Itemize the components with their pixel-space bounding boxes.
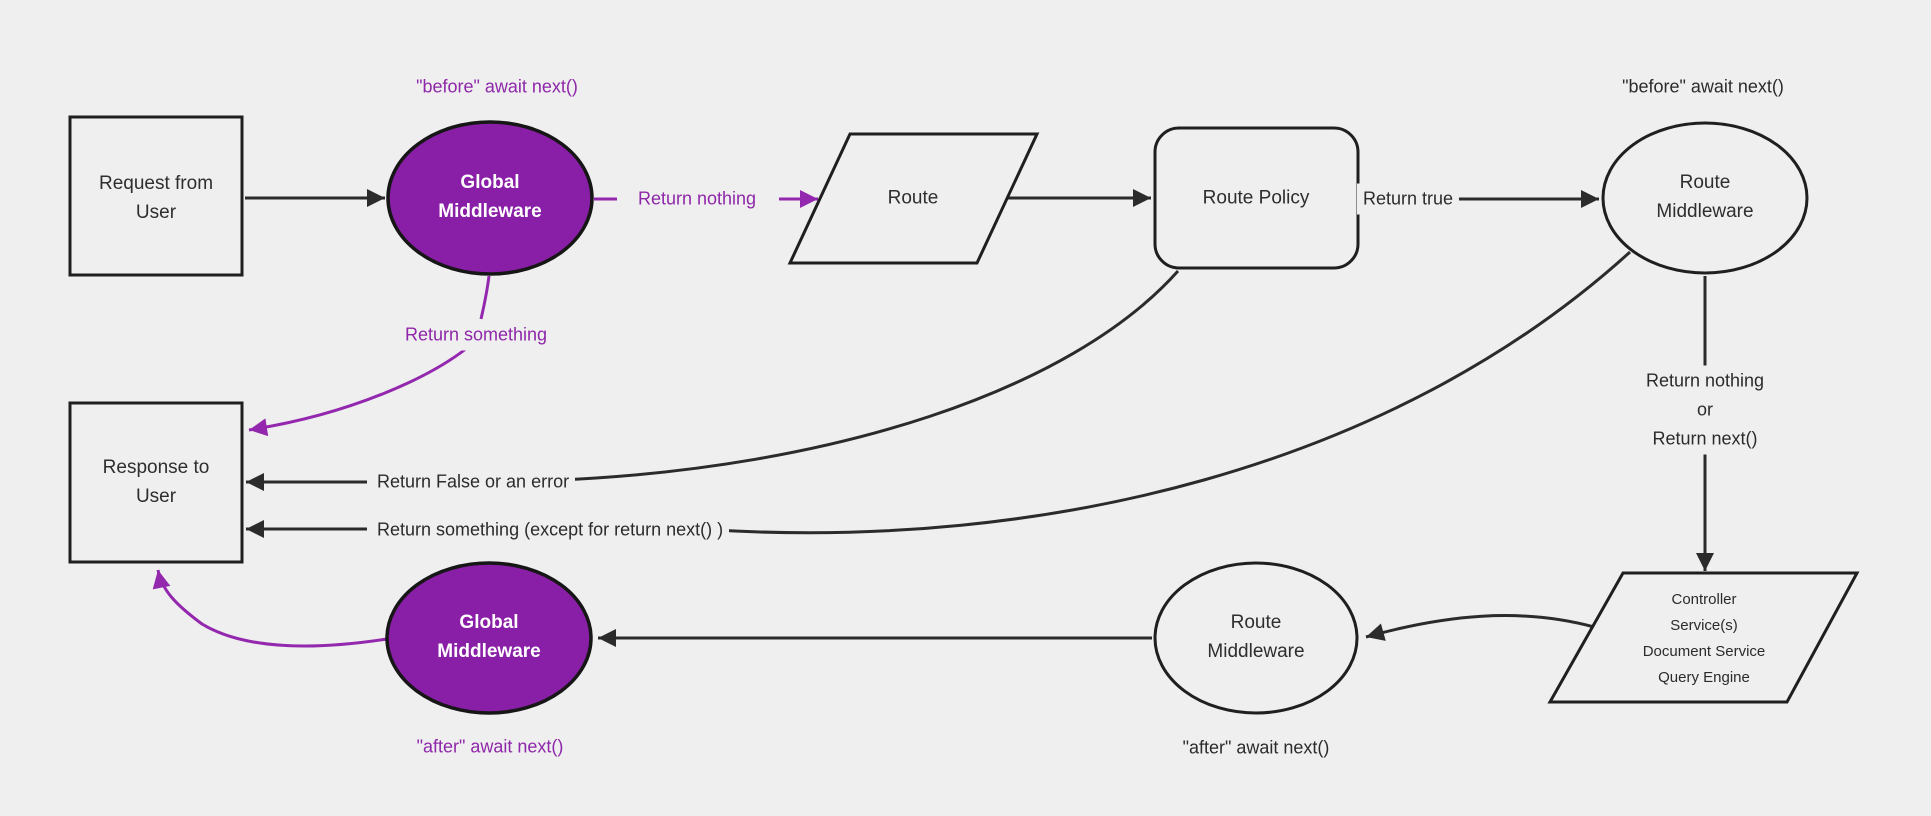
label-return-nothing-or-next: Return nothing or Return next() [1639,365,1771,455]
edge-return-something-upper [479,275,491,320]
route-middleware-bottom-shape [1153,561,1359,715]
label-before-await-next-route: "before" await next() [1622,76,1784,97]
route-middleware-bottom-label: Route Middleware [1207,612,1305,662]
global-middleware-top-label: Global Middleware [438,172,542,222]
label-return-something: Return something [398,319,554,351]
edge-return-something-lower [248,346,468,437]
global-middleware-bottom-shape [385,561,593,715]
label-after-await-next-route: "after" await next() [1182,737,1330,758]
request-node-shape [68,115,244,277]
label-before-await-next-global: "before" await next() [416,76,578,97]
route-policy-node-label: Route Policy [1202,187,1310,209]
global-middleware-bottom-label: Global Middleware [437,612,541,662]
label-after-await-next-global: "after" await next() [416,736,564,757]
label-return-something-except: Return something (except for return next… [371,514,730,546]
label-return-false-or-error: Return False or an error [371,466,576,498]
label-return-nothing: Return nothing [631,183,763,215]
global-middleware-top-shape [386,120,594,276]
services-node-label: Controller Service(s) Document Service Q… [1642,591,1766,686]
route-node-shape [787,132,1040,265]
response-node-shape [68,401,244,564]
edge-return-something-except-curve [714,250,1632,535]
request-node-label: Request from User [98,173,214,223]
route-middleware-top-label: Route Middleware [1656,172,1754,222]
route-middleware-top-shape [1601,121,1809,275]
edge-global-middleware-bottom-to-response [152,569,388,648]
edge-return-false-curve [559,270,1180,482]
route-node-label: Route [887,187,939,209]
response-node-label: Response to User [102,457,210,507]
services-node-shape [1547,571,1860,704]
edge-services-to-route-middleware-bottom [1365,614,1595,641]
label-return-true: Return true [1356,183,1460,215]
